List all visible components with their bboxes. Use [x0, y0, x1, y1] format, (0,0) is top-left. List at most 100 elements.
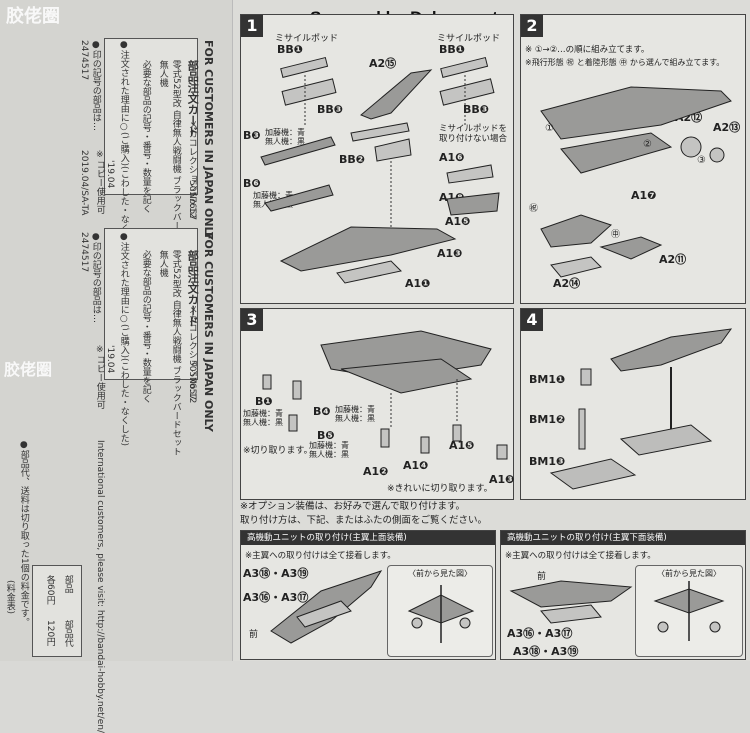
b1-label: B❶: [255, 395, 273, 408]
bb1-left-label: BB❶: [277, 43, 304, 56]
bm1-2-label: BM1❷: [529, 413, 566, 426]
svg-text:①: ①: [545, 123, 554, 134]
card2-product: 零式52型改 自律無人戦闘機 ブラックバードセット: [170, 250, 181, 457]
card2-reason: ●注文された理由に○(ご購入)(こわした・なくした): [118, 232, 129, 447]
b4-label: B❹: [313, 405, 331, 418]
bm1-3-label: BM1❸: [529, 455, 566, 468]
missile-pod-left-label: ミサイルポッド: [275, 34, 339, 44]
step-1-illustration: [260, 56, 500, 284]
svg-text:③: ③: [697, 155, 706, 166]
step-3-illustration: [262, 330, 508, 460]
card1-heading: FOR CUSTOMERS IN JAPAN ONLY: [202, 40, 216, 240]
price-row-2-label: 各60円: [44, 575, 55, 605]
price-row-2-value: 120円: [44, 620, 55, 647]
price-header: (料金表): [4, 580, 15, 615]
a1-7-label: A1❼: [631, 189, 657, 202]
card2-barcode-num: 2474517: [78, 232, 89, 273]
unit-bottom-header: 高機動ユニットの取り付け(主翼下面装備): [501, 531, 745, 545]
step-2-illustration: ① ② ③ ㊗ ㊥: [529, 86, 732, 278]
card2-date: '19.04: [104, 345, 115, 374]
bb3-right-label: BB❸: [463, 103, 490, 116]
svg-text:㊗: ㊗: [529, 203, 538, 214]
card1-copy-note: ※コピー使用可: [94, 150, 105, 214]
clean-cut-note: ※きれいに切り取ります。: [387, 484, 493, 494]
unit-bottom-label-2: A3⑱・A3⑲: [513, 645, 579, 658]
step-2-panel: 2 ※ ①→②…の順に組み立てます。 ※飛行形態 ㊗ と着陸形態 ㊥ から選んで…: [520, 14, 746, 304]
a1-3-label: A1❸: [489, 473, 515, 486]
a1-4-label: A1❹: [403, 459, 429, 472]
a2-15-label: A2⑮: [369, 57, 397, 70]
step-4-number: 4: [521, 309, 543, 331]
card2-copy-note: ※コピー使用可: [94, 345, 105, 409]
step-3-panel: 3 B❶ 加藤機：青 無人機：黒 B❹ 加藤機：青 無人機：黒 B❺ 加藤機：青…: [240, 308, 514, 500]
unit-top-front-view-label: 〈前から見た図〉: [408, 569, 472, 578]
svg-text:㊥: ㊥: [611, 229, 620, 240]
unit-top-front-label: 前: [249, 630, 259, 640]
svg-text:②: ②: [643, 139, 652, 150]
bb3-left-label: BB❸: [317, 103, 344, 116]
step-3-number: 3: [241, 309, 263, 331]
b6-label: B❻: [243, 177, 261, 190]
unit-bottom-note: ※主翼への取り付けは全て接着します。: [505, 551, 656, 561]
a1-2-label: A1❷: [363, 465, 389, 478]
step-4-illustration: [549, 328, 733, 490]
step-4-panel: 4 BM1❶ BM1❷ BM1❸: [520, 308, 746, 500]
no-pod-note: ミサイルポッドを 取り付けない場合: [439, 124, 508, 144]
intl-note: International customers, please visit: h…: [94, 440, 105, 733]
step-2-number: 2: [521, 15, 543, 37]
a1-6-label: A1❻: [439, 151, 465, 164]
b1-note: 加藤機：青 無人機：黒: [243, 409, 283, 428]
unit-top-label-2: A3⑯・A3⑰: [243, 591, 309, 604]
a1-5-label: A1❺: [445, 215, 471, 228]
unit-top-label-1: A3⑱・A3⑲: [243, 567, 309, 580]
step-1-panel: 1 ミサイルポッド ミサイルポッド BB❶ BB❸ BB❶ BB❸ A2⑮ B❸…: [240, 14, 514, 304]
unit-bottom-illustration: [509, 580, 725, 641]
order-card-1: [104, 38, 198, 195]
b4-note: 加藤機：青 無人機：黒: [335, 405, 375, 424]
missile-pod-right-label: ミサイルポッド: [437, 34, 501, 44]
card1-product: 零式52型改 自律無人戦闘機 ブラックバードセット: [170, 60, 181, 267]
card2-title: 部品注文カード: [186, 250, 200, 327]
card1-product-sub: 無人機: [157, 60, 168, 87]
unit-top-illustration: [270, 570, 475, 644]
step-2-note-1: ※ ①→②…の順に組み立てます。: [525, 45, 650, 55]
bm1-1-label: BM1❶: [529, 373, 566, 386]
card1-reason: ●注文された理由に○(ご購入)(こわした・なくした): [118, 40, 129, 255]
card1-barcode-label: ●印の記号の部品は…: [90, 40, 101, 131]
card2-product-sub: 無人機: [157, 250, 168, 277]
price-note: ●部品代、送料は切り取った1個の料金です。: [18, 440, 29, 627]
a1-1-label: A1❶: [405, 277, 431, 290]
price-row-1-label: 部品: [62, 575, 73, 593]
a2-14-label: A2⑭: [553, 277, 581, 290]
step-2-note-2: ※飛行形態 ㊗ と着陸形態 ㊥ から選んで組み立てます。: [525, 58, 725, 67]
card1-barcode-num: 2474517: [78, 40, 89, 81]
card2-barcode-label: ●印の記号の部品は…: [90, 232, 101, 323]
b5-note: 加藤機：青 無人機：黒: [309, 441, 349, 460]
a1-3-label: A1❸: [437, 247, 463, 260]
b5-label: B❺: [317, 429, 335, 442]
option-note: ※オプション装備は、お好みで選んで取り付けます。 取り付け方は、下記、またはふた…: [240, 501, 488, 526]
card2-heading: FOR CUSTOMERS IN JAPAN ONLY: [202, 232, 216, 432]
unit-bottom-label-1: A3⑯・A3⑰: [507, 627, 573, 640]
step-1-number: 1: [241, 15, 263, 37]
card2-code: 5057657: [186, 360, 197, 401]
card1-date: '19.04: [104, 160, 115, 189]
card2-series: メカコレクションNo.12: [186, 305, 197, 404]
bb1-right-label: BB❶: [439, 43, 466, 56]
unit-bottom-panel: 高機動ユニットの取り付け(主翼下面装備) ※主翼への取り付けは全て接着します。 …: [500, 530, 746, 660]
order-card-2: [104, 228, 198, 380]
unit-top-note: ※主翼への取り付けは全て接着します。: [245, 551, 396, 561]
price-table: [32, 565, 82, 657]
card1-series: メカコレクションNo.12: [186, 120, 197, 219]
card1-title: 部品注文カード: [186, 60, 200, 137]
card2-instructions: 必要な部品の記号・番号・数量を記く: [140, 250, 151, 403]
watermark-lower: 胶佬圈: [4, 360, 53, 379]
unit-top-header: 高機動ユニットの取り付け(主翼上面装備): [241, 531, 495, 545]
price-row-1-value: 部品代: [62, 620, 73, 647]
unit-bottom-front-view-label: 〈前から見た図〉: [657, 569, 721, 578]
b3-note: 加藤機：青 無人機：黒: [265, 128, 305, 147]
order-card-column: 胶佬圈 胶佬圈 FOR CUSTOMERS IN JAPAN ONLY 部品注文…: [0, 0, 233, 733]
a1-5-label: A1❺: [449, 439, 475, 452]
unit-bottom-front-label: 前: [537, 572, 547, 582]
bb2-label: BB❷: [339, 153, 366, 166]
